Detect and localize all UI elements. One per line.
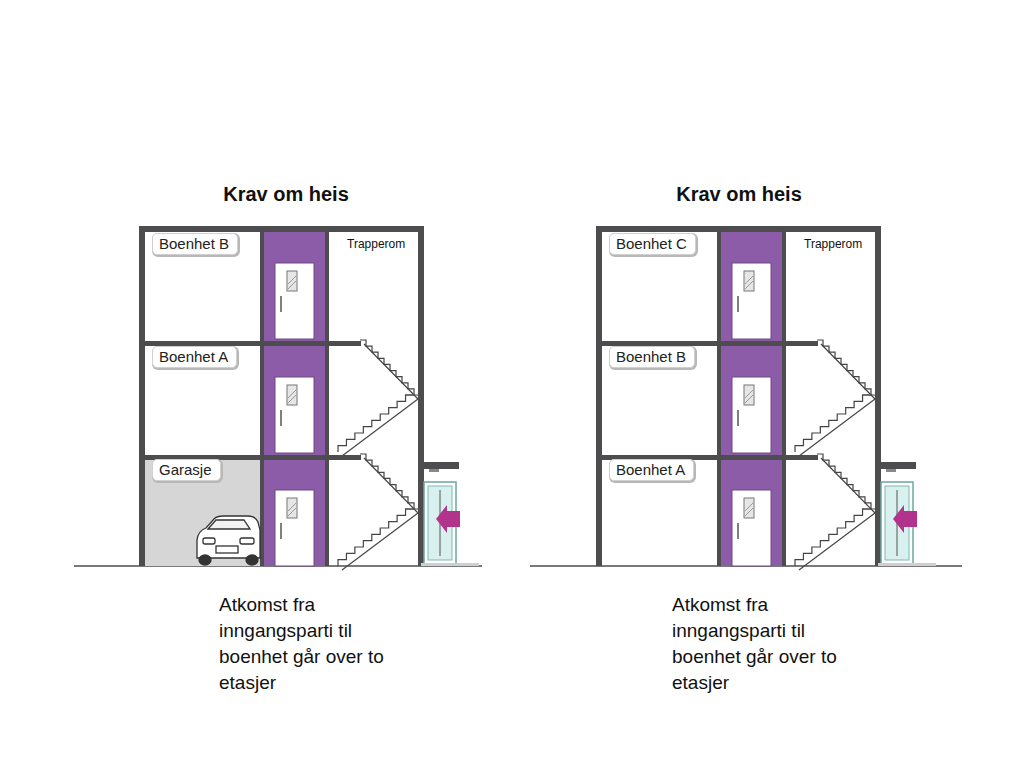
- unit-label: Boenhet B: [159, 235, 229, 252]
- title: Krav om heis: [676, 183, 802, 206]
- unit-label-box: Boenhet A: [152, 346, 237, 368]
- unit-label-box: Boenhet B: [152, 233, 238, 255]
- room-label: Trapperom: [804, 237, 862, 251]
- unit-label-box: Garasje: [152, 459, 221, 481]
- unit-label: Boenhet B: [616, 348, 686, 365]
- unit-label: Boenhet C: [616, 235, 687, 252]
- caption: Atkomst fra inngangsparti til boenhet gå…: [219, 592, 409, 696]
- unit-label: Garasje: [159, 461, 212, 478]
- caption: Atkomst fra inngangsparti til boenhet gå…: [672, 592, 862, 696]
- unit-label: Boenhet A: [159, 348, 228, 365]
- unit-label-box: Boenhet B: [609, 346, 695, 368]
- title: Krav om heis: [223, 183, 349, 206]
- unit-label-box: Boenhet C: [609, 233, 696, 255]
- room-label: Trapperom: [347, 237, 405, 251]
- unit-label-box: Boenhet A: [609, 459, 694, 481]
- unit-label: Boenhet A: [616, 461, 685, 478]
